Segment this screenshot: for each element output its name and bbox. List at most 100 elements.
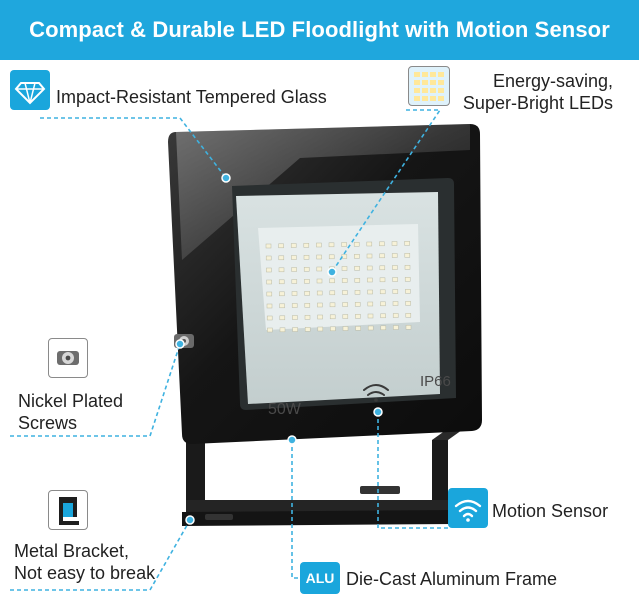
led-chip bbox=[317, 326, 324, 332]
led-chip bbox=[267, 327, 273, 333]
screws-callout-line2: Screws bbox=[18, 413, 78, 433]
led-chip bbox=[405, 301, 411, 306]
led-chip bbox=[380, 313, 386, 319]
led-chip bbox=[353, 242, 360, 247]
screws-leader-line bbox=[10, 343, 181, 437]
led-chip bbox=[266, 267, 272, 273]
led-grid-icon bbox=[408, 66, 450, 106]
leds-callout-label: Energy-saving, Super-Bright LEDs bbox=[463, 70, 613, 114]
leds-callout-line1: Energy-saving, bbox=[492, 71, 613, 91]
led-chip bbox=[354, 302, 361, 307]
led-chip bbox=[379, 265, 386, 271]
led-chip bbox=[392, 313, 399, 318]
led-chip bbox=[392, 301, 399, 306]
led-chip bbox=[304, 327, 311, 332]
alu-badge-text: ALU bbox=[305, 570, 335, 586]
bracket-icon bbox=[48, 490, 88, 530]
led-chip bbox=[304, 291, 310, 296]
frame-callout-label: Die-Cast Aluminum Frame bbox=[346, 569, 558, 589]
led-chip bbox=[379, 253, 385, 259]
led-chip bbox=[266, 315, 273, 321]
screws-callout-label: Nickel Plated Screws bbox=[18, 390, 123, 434]
wifi-sensor-icon bbox=[448, 488, 488, 528]
led-chip bbox=[392, 277, 398, 282]
led-chip bbox=[278, 243, 284, 249]
sensor-leader-line bbox=[377, 412, 448, 529]
led-chip bbox=[316, 266, 323, 272]
led-chip bbox=[291, 279, 298, 284]
led-chip bbox=[278, 255, 285, 261]
led-chip bbox=[266, 291, 273, 297]
led-chip bbox=[392, 265, 398, 270]
led-chip bbox=[317, 302, 323, 308]
led-chip bbox=[303, 267, 310, 272]
led-chip bbox=[355, 314, 361, 319]
led-chip bbox=[330, 326, 336, 332]
led-chip bbox=[342, 290, 348, 295]
led-chip bbox=[391, 253, 398, 258]
led-chip bbox=[379, 289, 386, 295]
led-chip bbox=[342, 314, 349, 319]
diamond-icon bbox=[10, 70, 50, 110]
led-chip bbox=[266, 279, 272, 285]
led-chip bbox=[380, 325, 387, 331]
led-chip bbox=[316, 242, 322, 248]
led-chip bbox=[265, 255, 272, 261]
led-chip bbox=[329, 302, 336, 308]
alu-badge-icon: ALU bbox=[300, 562, 340, 594]
header-banner: Compact & Durable LED Floodlight with Mo… bbox=[0, 0, 639, 60]
led-chip bbox=[405, 289, 411, 294]
led-chip bbox=[266, 303, 273, 309]
led-chip bbox=[292, 327, 298, 332]
led-chip bbox=[291, 255, 297, 260]
led-chip bbox=[354, 278, 361, 283]
led-chip bbox=[304, 279, 310, 284]
led-chip bbox=[279, 327, 286, 333]
led-chip bbox=[404, 265, 411, 270]
wattage-label: 50W bbox=[268, 401, 302, 418]
bracket-callout-line2: Not easy to break bbox=[14, 563, 156, 583]
led-chip bbox=[279, 303, 285, 309]
led-chip bbox=[367, 325, 374, 331]
led-chip bbox=[304, 303, 311, 308]
led-chip bbox=[303, 243, 310, 248]
led-chip bbox=[342, 326, 349, 331]
led-chip bbox=[278, 279, 285, 285]
led-chip bbox=[405, 313, 412, 318]
led-chip bbox=[379, 277, 386, 283]
led-chip bbox=[404, 277, 411, 282]
bracket-callout-label: Metal Bracket, Not easy to break bbox=[14, 540, 155, 584]
led-chip bbox=[341, 266, 348, 271]
led-chip bbox=[404, 241, 410, 246]
led-chip bbox=[329, 314, 336, 320]
led-chip bbox=[367, 301, 374, 307]
led-chip bbox=[329, 290, 336, 296]
led-chip bbox=[405, 325, 412, 330]
led-chip bbox=[354, 254, 360, 259]
led-chip bbox=[392, 289, 399, 294]
led-chip bbox=[341, 242, 347, 247]
bracket-callout-line1: Metal Bracket, bbox=[14, 541, 130, 561]
bracket-leader-line bbox=[10, 519, 191, 591]
led-chip bbox=[367, 289, 373, 295]
led-chip bbox=[341, 254, 348, 259]
led-chip bbox=[367, 313, 374, 319]
led-chip bbox=[279, 315, 286, 321]
led-chip bbox=[354, 290, 361, 295]
callout-dots bbox=[175, 173, 383, 525]
led-chip bbox=[391, 241, 398, 246]
panel-sensor-symbol bbox=[363, 384, 389, 402]
led-chip bbox=[354, 266, 360, 271]
led-chip-grid bbox=[265, 241, 412, 333]
led-chip bbox=[292, 315, 298, 320]
metal-bracket bbox=[182, 340, 462, 526]
led-chip bbox=[393, 325, 399, 330]
led-chip bbox=[366, 241, 373, 247]
led-chip bbox=[316, 278, 323, 284]
led-chip bbox=[291, 303, 298, 308]
led-panel bbox=[236, 192, 440, 404]
led-chip bbox=[328, 242, 335, 248]
led-chip bbox=[342, 302, 348, 307]
led-chip bbox=[279, 291, 285, 297]
banner-title: Compact & Durable LED Floodlight with Mo… bbox=[29, 17, 610, 42]
